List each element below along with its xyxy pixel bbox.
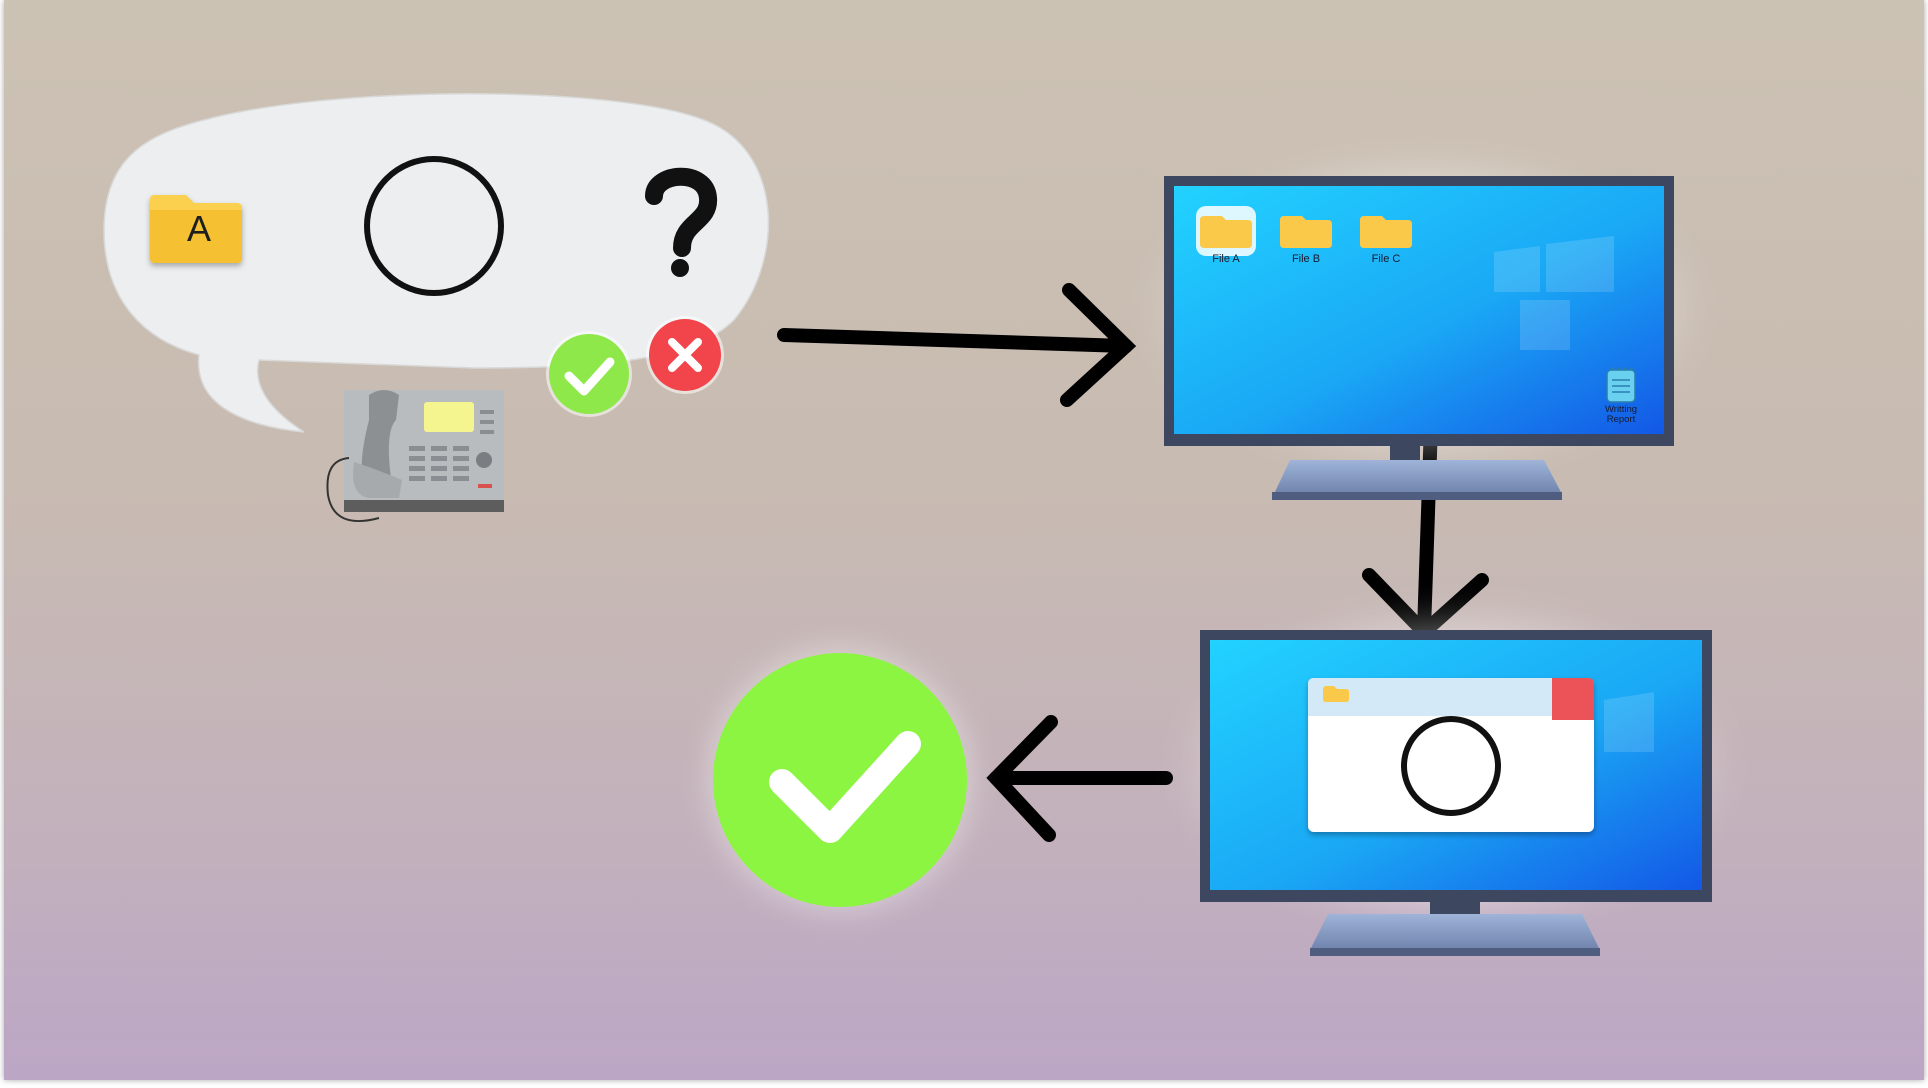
folder-letter-label: A [186, 208, 211, 249]
desktop-folder-a-icon[interactable] [1196, 206, 1256, 256]
folder-icon [150, 195, 242, 263]
report-label-line2: Report [1606, 414, 1636, 425]
arrow-to-result [986, 715, 1173, 842]
approve-check-icon [546, 331, 632, 417]
question-icon [645, 167, 717, 277]
monitor-window [1174, 600, 1734, 956]
report-label: Writting Report [1591, 405, 1651, 425]
window-circle-icon [1401, 716, 1501, 816]
file-a-label: File A [1212, 253, 1240, 265]
desktop-folder-c-icon[interactable] [1360, 216, 1412, 248]
desktop-folder-b-icon[interactable] [1280, 216, 1332, 248]
big-check-icon [708, 648, 972, 912]
diagram-svg [103, 93, 1734, 956]
file-c-label: File C [1371, 253, 1401, 265]
window-close-button[interactable] [1552, 678, 1594, 720]
app-window[interactable] [1308, 678, 1594, 832]
monitor-desktop [1144, 150, 1704, 500]
arrow-to-desktop [777, 283, 1137, 407]
desk-phone-icon [326, 390, 504, 523]
circle-icon [364, 156, 504, 296]
report-label-line1: Writting [1604, 404, 1638, 415]
windows-logo-icon [1494, 236, 1614, 350]
file-b-label: File B [1291, 253, 1321, 265]
window-folder-icon [1323, 686, 1349, 702]
reject-x-icon [646, 316, 724, 394]
workflow-diagram: A File A File B File C Writting Report [4, 0, 1924, 1080]
notepad-icon[interactable] [1606, 367, 1636, 403]
